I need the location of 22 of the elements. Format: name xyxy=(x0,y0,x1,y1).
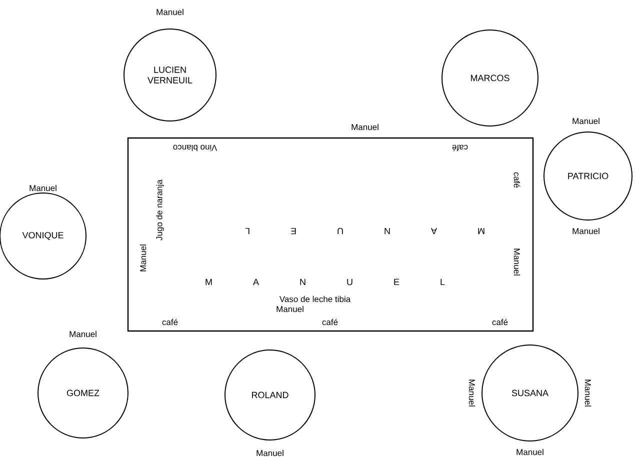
place-card-text: MANUEL xyxy=(245,228,484,234)
name-label: Manuel xyxy=(572,118,600,124)
name-label: Manuel xyxy=(516,448,544,456)
name-label: Manuel xyxy=(572,228,600,234)
place-card-text: Vino blanco xyxy=(173,144,218,152)
name-label: Manuel xyxy=(30,184,56,192)
place-card-text: café xyxy=(322,318,338,326)
name-label: Manuel xyxy=(584,380,592,406)
place-card-text: Manuel xyxy=(514,248,520,276)
place-card-text: café xyxy=(492,318,508,326)
place-card-text: café xyxy=(162,318,178,326)
place-card-text: café xyxy=(514,172,520,188)
place-card-text: Manuel xyxy=(140,244,146,272)
name-label: Manuel xyxy=(468,380,476,406)
place-card-text: Manuel xyxy=(276,306,304,312)
place-card-text: Jugo de naranja xyxy=(156,180,164,240)
name-label: Manuel xyxy=(352,124,378,130)
place-card-text: café xyxy=(452,144,468,152)
place-card-text: Vaso de leche tibia xyxy=(279,296,351,302)
name-label: Manuel xyxy=(70,330,96,338)
name-label: Manuel xyxy=(256,450,284,456)
name-label: Manuel xyxy=(156,8,184,16)
